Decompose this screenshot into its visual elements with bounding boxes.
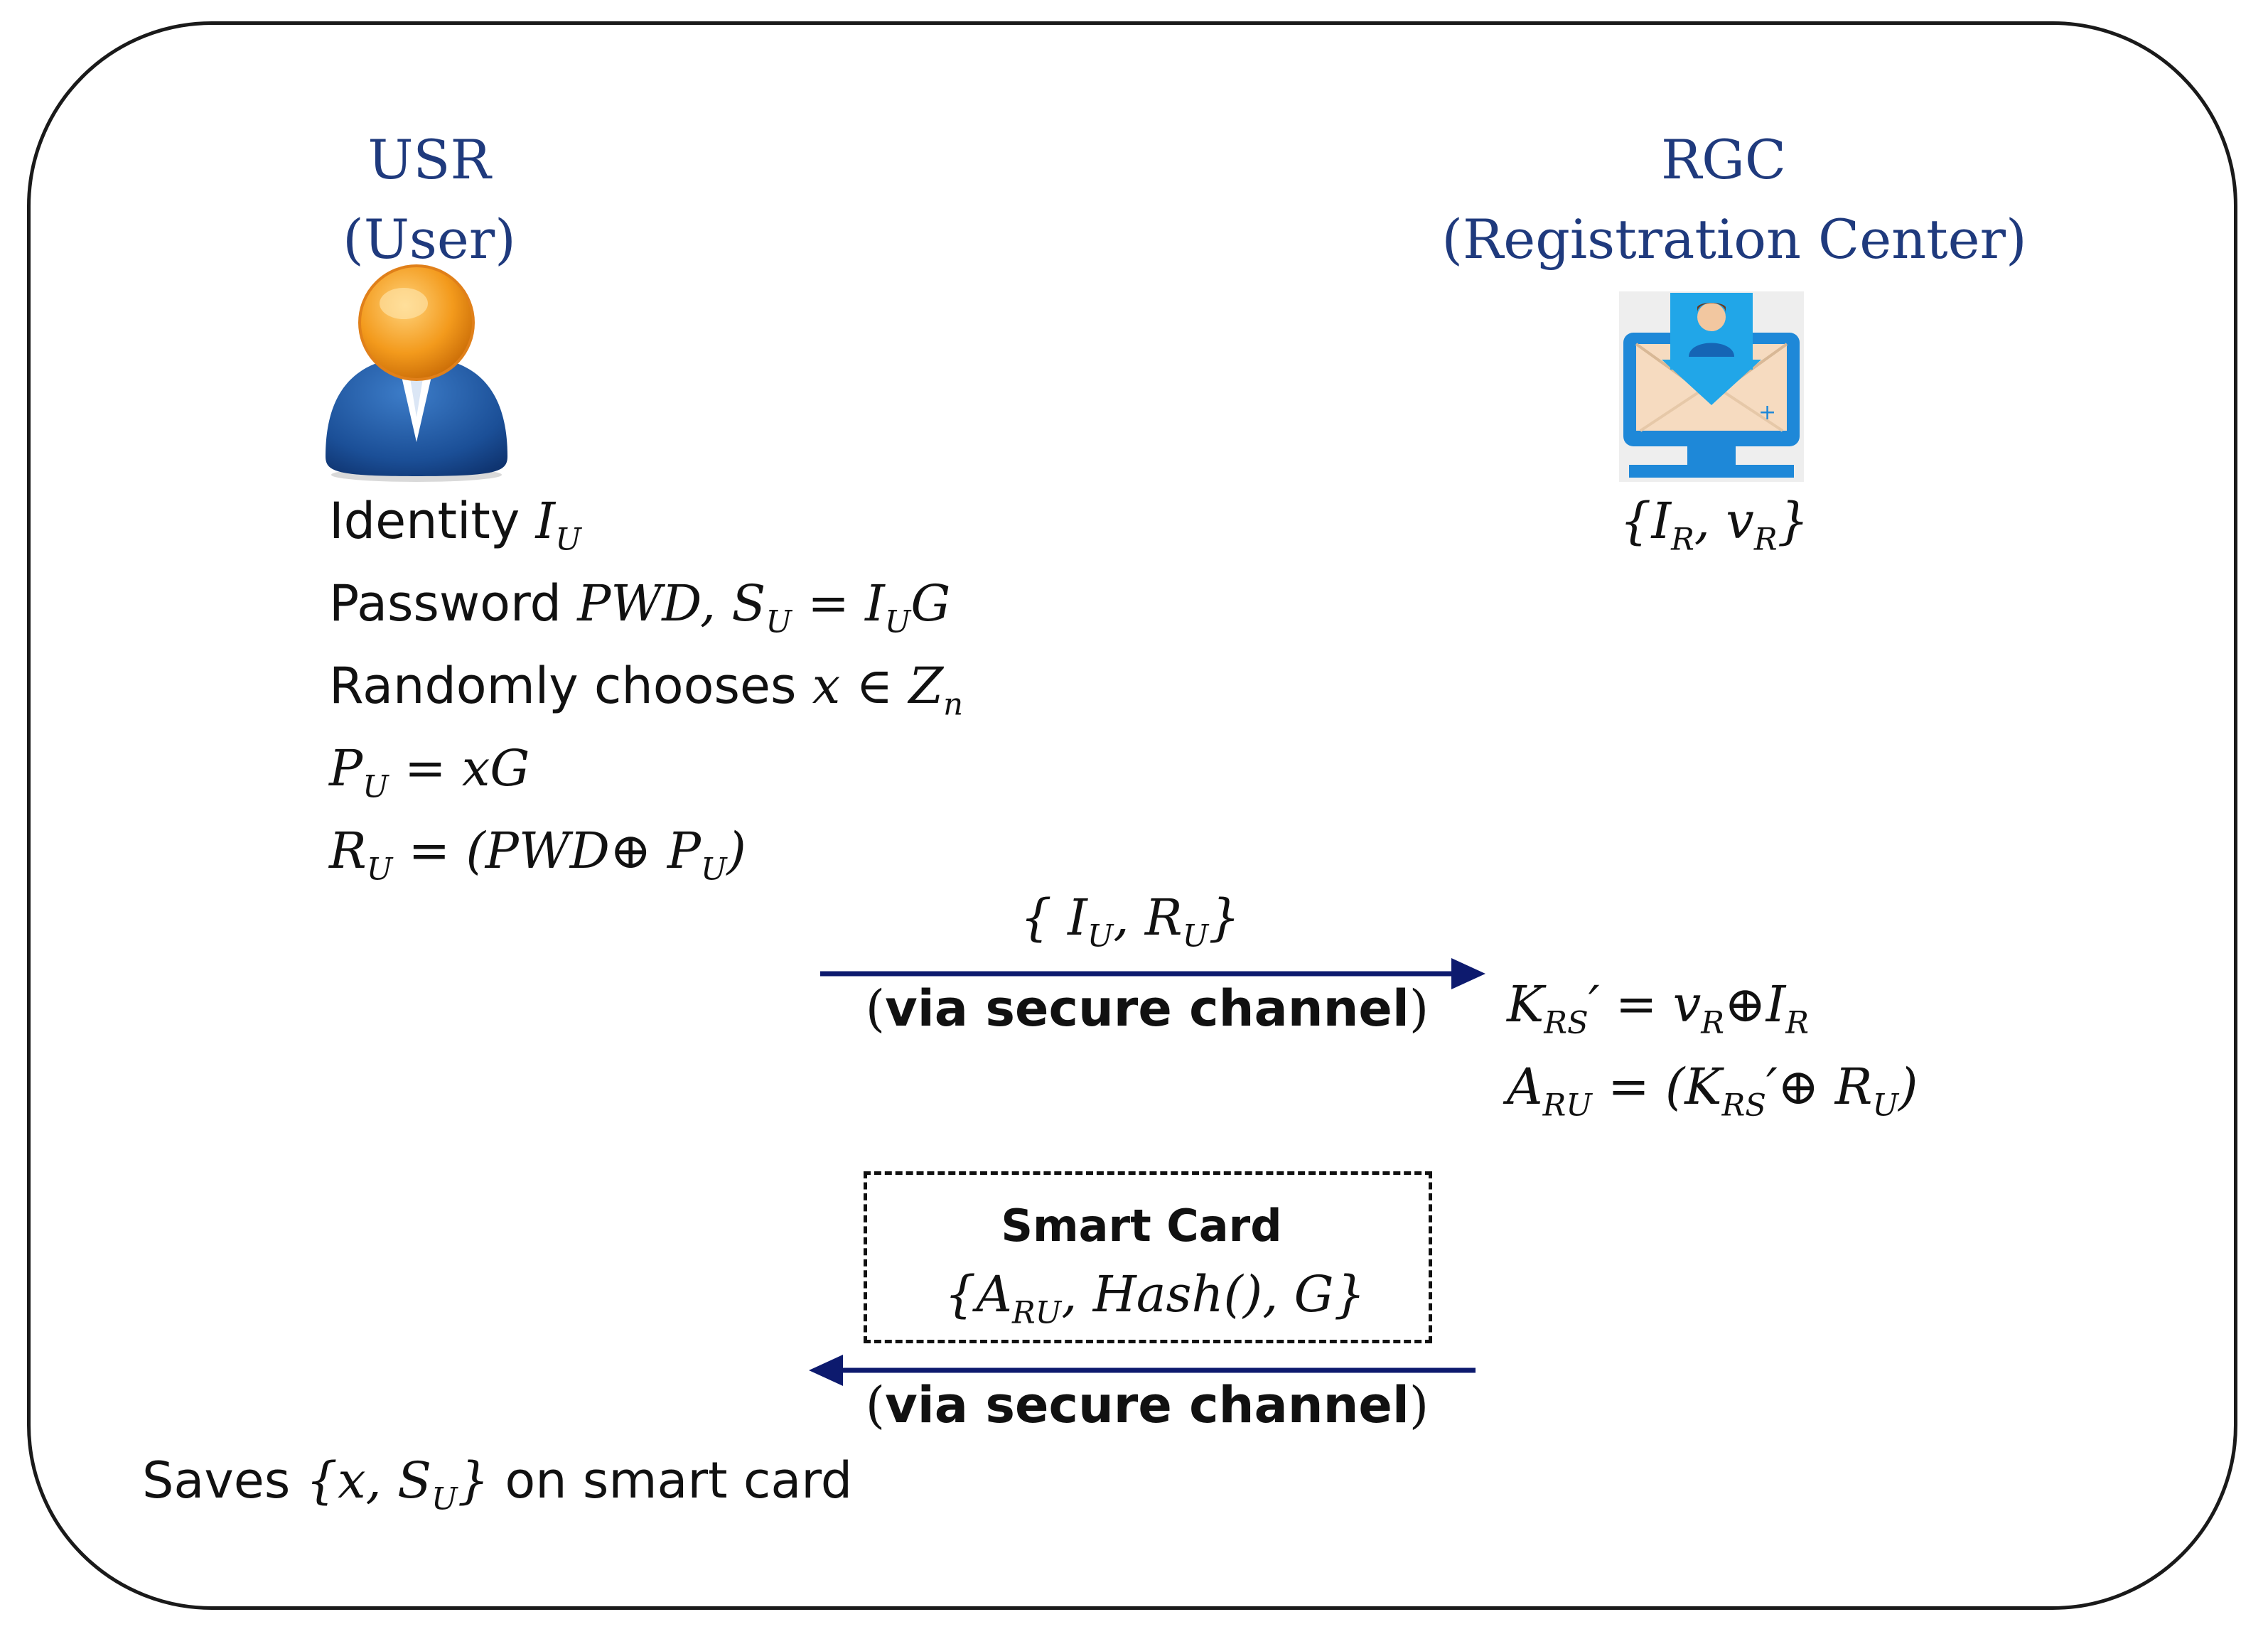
public-key-line: PU = xG [329, 739, 530, 805]
person-icon [326, 264, 507, 482]
registration-monitor-icon: + [1619, 291, 1804, 482]
rgc-heading: RGC [1660, 128, 1787, 191]
password-line: Password PWD, SU = IUG [329, 574, 951, 640]
identity-line: Identity IU [329, 492, 581, 558]
smart-card-contents: {ARU, Hash(), G} [944, 1265, 1366, 1331]
rgc-secret: {IR, vR} [1619, 492, 1810, 558]
user-heading: USR [367, 128, 491, 191]
random-choice-line: Randomly chooses x ∈ Zn [329, 657, 964, 723]
rgc-subheading: (Registration Center) [1441, 208, 2027, 271]
user-subheading: (User) [343, 208, 516, 271]
message1-channel: (via secure channel) [865, 979, 1429, 1038]
saves-line: Saves {x, SU} on smart card [142, 1451, 853, 1517]
message1-label: { IU, RU} [1020, 888, 1240, 955]
auth-value-line: ARU = (KRS′⊕ RU) [1507, 1058, 1918, 1124]
smart-card-title: Smart Card [1001, 1200, 1282, 1252]
masked-password-line: RU = (PWD⊕ PU) [329, 822, 746, 888]
shared-key-line: KRS′ = vR⊕IR [1507, 975, 1809, 1041]
smart-card-box [864, 1171, 1432, 1343]
message2-channel: (via secure channel) [865, 1376, 1429, 1434]
message2-arrow [809, 1355, 1476, 1386]
svg-text:+: + [1758, 400, 1776, 425]
diagram-frame [27, 21, 2237, 1610]
message1-arrow [820, 958, 1485, 989]
